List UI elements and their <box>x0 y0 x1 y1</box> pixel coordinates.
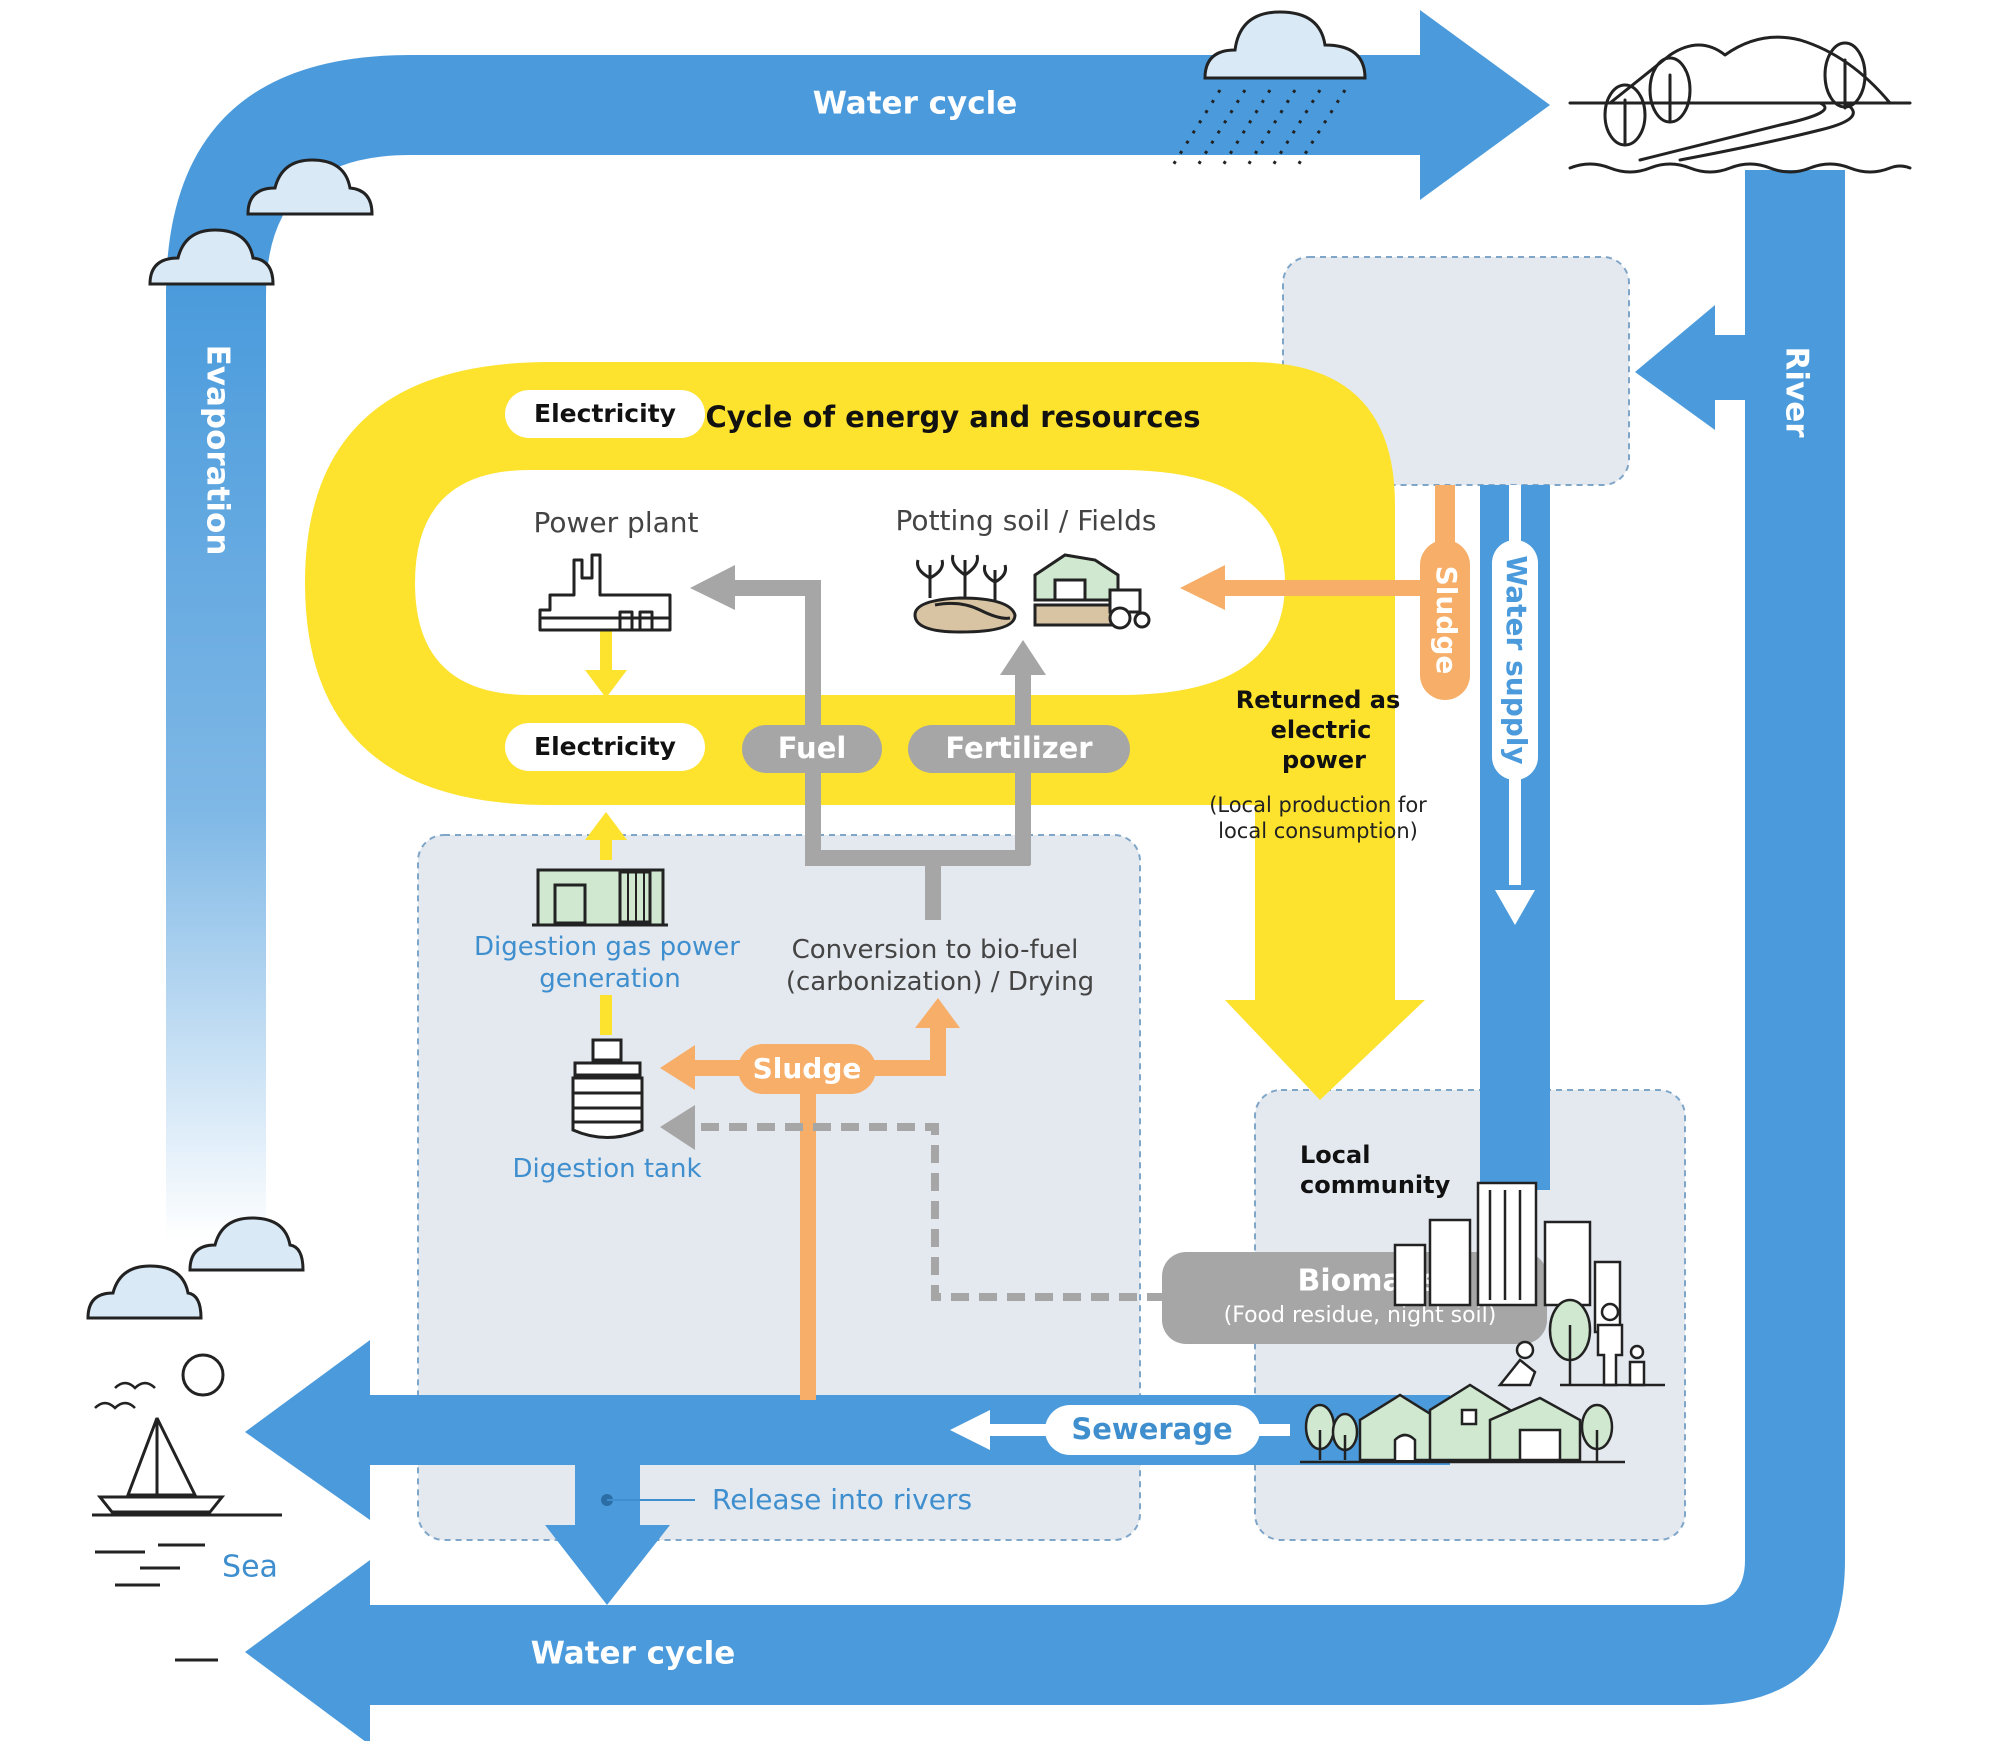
water-supply-arrowhead <box>1495 890 1535 925</box>
fuel-top-pipe <box>730 580 821 596</box>
sludge-to-fields-arrowhead <box>1180 565 1225 610</box>
treatment-plant-panel <box>417 834 1141 1541</box>
sludge-to-conversion-riser <box>930 1025 946 1076</box>
local-community-line-1: Local <box>1300 1141 1370 1169</box>
bird-icon <box>94 1381 156 1410</box>
conversion-label-line-1: Conversion to bio-fuel <box>792 935 1079 965</box>
fuel-fertilizer-flow: Fuel Fertilizer <box>660 565 1165 1301</box>
digestion-tank-icon <box>571 1038 644 1139</box>
fuel-arrowhead <box>690 565 735 610</box>
mountain-river-icon <box>1568 35 1912 174</box>
sailboat-icon <box>96 1417 226 1514</box>
water-cycle-top-band <box>166 10 1550 1230</box>
sludge-horizontal-label: Sludge <box>753 1052 862 1085</box>
conversion-label-line-2: (carbonization) / Drying <box>786 967 1094 997</box>
water-supply-flow: Water supply <box>1480 485 1550 1190</box>
sludge-label-bg <box>1420 540 1470 700</box>
water-cycle-loop <box>166 10 1845 1741</box>
sludge-to-conversion-arrowhead <box>915 998 960 1028</box>
sun-icon <box>181 1353 225 1397</box>
cloud-icon <box>148 228 275 286</box>
tree-icon <box>1548 1298 1592 1385</box>
sea-waves-icon <box>92 1513 282 1662</box>
potting-soil-label: Potting soil / Fields <box>896 504 1157 537</box>
water-cycle-bottom-label: Water cycle <box>531 1636 736 1672</box>
electricity-bottom-label: Electricity <box>534 732 676 761</box>
power-plant-icon <box>538 553 672 632</box>
energy-cycle-title: Cycle of energy and resources <box>705 400 1200 434</box>
fertilizer-arrowhead <box>1000 640 1046 675</box>
plant-to-electric-arrowhead <box>585 670 627 698</box>
sea-label: Sea <box>222 1550 278 1585</box>
generator-to-electric-arrowhead <box>585 812 627 840</box>
sewerage-arrowhead <box>950 1410 990 1450</box>
fuel-fert-crossbar <box>805 850 1030 866</box>
fuel-label: Fuel <box>778 731 847 765</box>
person-sitting-icon <box>1497 1340 1537 1387</box>
sludge-flow: Sludge Sludge <box>660 485 1470 1400</box>
release-down-arrow <box>545 1460 670 1605</box>
local-production-line-1: (Local production for <box>1209 793 1427 817</box>
cloud-icon <box>246 158 374 216</box>
release-label: Release into rivers <box>712 1483 972 1516</box>
sludge-horizontal-label-bg <box>738 1044 876 1094</box>
sewerage-pill <box>1045 1405 1260 1455</box>
electricity-top-pill <box>505 390 705 438</box>
water-cycle-top-label: Water cycle <box>813 86 1018 122</box>
evaporation-band <box>166 290 266 1240</box>
electricity-bottom-pill <box>505 723 705 771</box>
river-intake-arrow <box>1635 305 1745 430</box>
sludge-main-riser <box>800 1060 816 1400</box>
local-production-line-2: local consumption) <box>1218 819 1418 843</box>
sludge-vertical-label: Sludge <box>1430 566 1463 675</box>
evaporation-label: Evaporation <box>200 345 236 556</box>
barn-tractor-icon <box>1033 553 1151 630</box>
plant-to-electric-stem <box>600 630 612 680</box>
generator-to-electric-stem <box>600 835 612 860</box>
digestion-gas-label-line-2: generation <box>539 964 680 994</box>
sewerage-label: Sewerage <box>1071 1412 1232 1446</box>
conversion-stem <box>925 860 941 920</box>
family-icon <box>1560 1302 1665 1387</box>
sludge-to-tank-arrowhead <box>660 1045 695 1090</box>
digestion-gas-label-line-1: Digestion gas power <box>474 932 740 962</box>
fertilizer-pill <box>908 725 1130 773</box>
water-supply-label: Water supply <box>1500 555 1533 764</box>
electricity-top-label: Electricity <box>534 399 676 428</box>
cloud-icon <box>1203 10 1367 80</box>
houses-icon <box>1300 1383 1625 1464</box>
biomass-arrowhead <box>660 1105 695 1150</box>
seedlings-icon <box>913 554 1017 634</box>
water-supply-label-bg <box>1492 540 1538 780</box>
returned-power-label: Returned as electric power (Local produc… <box>1209 686 1427 843</box>
cloud-icon <box>86 1264 203 1320</box>
gas-generator-icon <box>532 868 668 927</box>
returned-power-line-3: power <box>1282 746 1366 774</box>
city-buildings-icon <box>1393 1181 1622 1334</box>
cloud-icon <box>188 1216 305 1272</box>
fertilizer-label: Fertilizer <box>945 731 1093 765</box>
returned-power-line-2: electric <box>1271 716 1372 744</box>
river-label: River <box>1779 346 1815 438</box>
sewer-main-arrow <box>245 1340 1440 1520</box>
returned-power-line-1: Returned as <box>1236 686 1401 714</box>
biomass-dashed-path <box>700 1123 1165 1301</box>
electricity-flow: Electricity Cycle of energy and resource… <box>505 390 1201 1035</box>
fuel-pill <box>742 725 882 773</box>
local-community-line-2: community <box>1300 1171 1451 1199</box>
digestion-tank-label: Digestion tank <box>512 1154 701 1184</box>
sludge-to-fields-pipe <box>1220 580 1425 596</box>
biomass-sub-label: (Food residue, night soil) <box>1224 1303 1497 1328</box>
power-plant-label: Power plant <box>534 506 699 539</box>
tank-to-generator-stem <box>600 995 612 1035</box>
